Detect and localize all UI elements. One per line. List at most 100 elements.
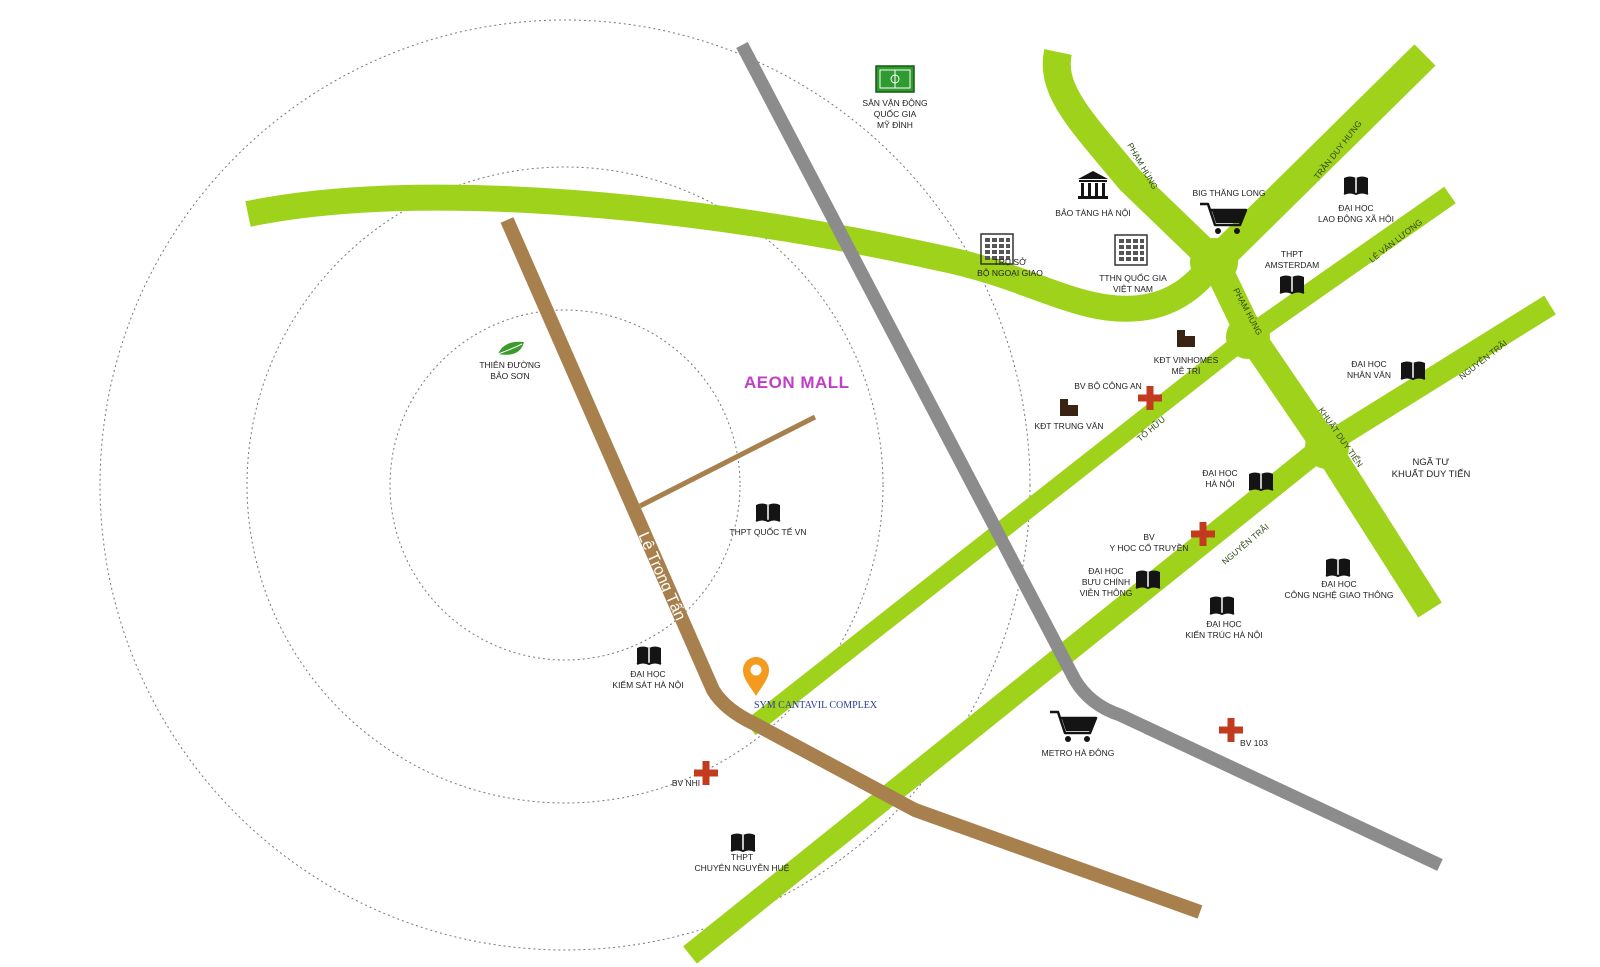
kiem-sat-label-2: KIỂM SÁT HÀ NỘI xyxy=(612,679,683,690)
poi-bv103: BV 103 xyxy=(1219,718,1268,748)
poi-museum: BẢO TÀNG HÀ NỘI xyxy=(1055,171,1131,218)
svg-text:KĐT TRUNG VĂN: KĐT TRUNG VĂN xyxy=(1034,421,1103,431)
svg-text:BVY HỌC CỔ TRUYỀN: BVY HỌC CỔ TRUYỀN xyxy=(1109,532,1188,553)
ha-noi-univ-label-1: ĐẠI HỌC xyxy=(1202,468,1237,478)
stadium-label-2: QUỐC GIA xyxy=(874,108,917,119)
book-icon xyxy=(1325,557,1351,577)
book-icon xyxy=(1343,175,1369,195)
tower-icon xyxy=(1060,399,1078,416)
amsterdam-label-2: AMSTERDAM xyxy=(1265,260,1319,270)
trung-van-label: KĐT TRUNG VĂN xyxy=(1034,421,1103,431)
ring-2 xyxy=(246,166,884,804)
ring-3 xyxy=(99,19,1031,951)
museum-label: BẢO TÀNG HÀ NỘI xyxy=(1055,207,1130,218)
road-nguyen-trai-top xyxy=(1319,295,1556,455)
poi-quoc-te-school: THPT QUỐC TẾ VN xyxy=(729,502,807,537)
book-icon xyxy=(1209,595,1235,615)
kien-truc-label-1: ĐẠI HỌC xyxy=(1206,619,1241,629)
road-tran-duy-hung xyxy=(1204,44,1436,273)
poi-police-hospital: BV BỘ CÔNG AN xyxy=(1074,381,1162,410)
svg-text:METRO HÀ ĐÔNG: METRO HÀ ĐÔNG xyxy=(1042,748,1115,758)
road-le-van-luong xyxy=(1244,186,1456,344)
stadium-icon xyxy=(875,65,915,93)
ministry-label-1: TRỤ SỞ xyxy=(994,256,1028,267)
labor-univ-label-2: LAO ĐỘNG XÃ HỘI xyxy=(1318,214,1394,224)
roundabout-tran-duy-hung xyxy=(1190,238,1238,286)
poi-big-c: BIG THĂNG LONG xyxy=(1192,188,1266,236)
yhct-label-1: BV xyxy=(1143,532,1155,542)
stadium-label-3: MỸ ĐÌNH xyxy=(877,120,913,130)
buu-chinh-label-2: BƯU CHÍNH xyxy=(1082,577,1130,587)
book-icon xyxy=(636,645,662,665)
road-label-le-trong-tan: Lê Trọng Tấn xyxy=(634,530,688,624)
thien-duong-label-2: BẢO SƠN xyxy=(490,370,529,381)
stadium-label-1: SÂN VẬN ĐỘNG xyxy=(862,98,927,108)
road-major-curved xyxy=(245,184,1225,322)
nguyen-hue-label-2: CHUYÊN NGUYỄN HUỆ xyxy=(695,862,790,873)
svg-text:BV 103: BV 103 xyxy=(1240,738,1268,748)
road-branch xyxy=(638,414,817,509)
buu-chinh-label-3: VIỄN THÔNG xyxy=(1080,587,1133,598)
kiem-sat-label-1: ĐẠI HỌC xyxy=(630,669,665,679)
poi-metro: METRO HÀ ĐÔNG xyxy=(1042,710,1115,758)
shopping-cart-icon xyxy=(1048,710,1098,744)
yhct-label-2: Y HỌC CỔ TRUYỀN xyxy=(1109,542,1188,553)
ring-1 xyxy=(389,309,741,661)
ministry-label-2: BỘ NGOẠI GIAO xyxy=(977,268,1043,278)
svg-text:THPT QUỐC TẾ VN: THPT QUỐC TẾ VN xyxy=(729,526,806,537)
nhan-van-label-2: NHÂN VĂN xyxy=(1347,370,1391,380)
thien-duong-label-1: THIÊN ĐƯỜNG xyxy=(479,360,540,370)
roundabout-pham-hung xyxy=(1226,315,1270,359)
distance-rings xyxy=(99,19,1031,951)
book-icon xyxy=(755,502,781,522)
kien-truc-label-2: KIẾN TRÚC HÀ NỘI xyxy=(1185,630,1262,640)
big-c-label: BIG THĂNG LONG xyxy=(1192,188,1265,198)
tower-icon xyxy=(1177,330,1195,347)
leaf-icon xyxy=(497,341,524,355)
convention-building-icon xyxy=(1114,234,1148,266)
convention-label-1: TTHN QUỐC GIA xyxy=(1099,272,1167,283)
nga-tu-label-1: NGÃ TƯ xyxy=(1413,457,1450,468)
nhan-van-label-1: ĐẠI HỌC xyxy=(1351,359,1386,369)
road-le-trong-tan xyxy=(500,217,1203,919)
book-icon xyxy=(1248,471,1274,491)
metro-label: METRO HÀ ĐÔNG xyxy=(1042,748,1115,758)
police-hospital-label: BV BỘ CÔNG AN xyxy=(1074,381,1142,391)
labor-univ-label-1: ĐẠI HỌC xyxy=(1338,203,1373,213)
nga-tu-label-2: KHUẤT DUY TIẾN xyxy=(1392,469,1471,480)
svg-text:BV BỘ CÔNG AN: BV BỘ CÔNG AN xyxy=(1074,381,1142,391)
road-gray xyxy=(736,41,1443,871)
roundabout-khuat-duy-tien xyxy=(1305,425,1349,469)
bv103-label: BV 103 xyxy=(1240,738,1268,748)
shopping-cart-icon xyxy=(1198,202,1248,236)
giao-thong-label-2: CÔNG NGHỆ GIAO THÔNG xyxy=(1285,590,1394,600)
nguyen-hue-label-1: THPT xyxy=(731,852,753,862)
aeon-mall-label: AEON MALL xyxy=(744,373,850,392)
